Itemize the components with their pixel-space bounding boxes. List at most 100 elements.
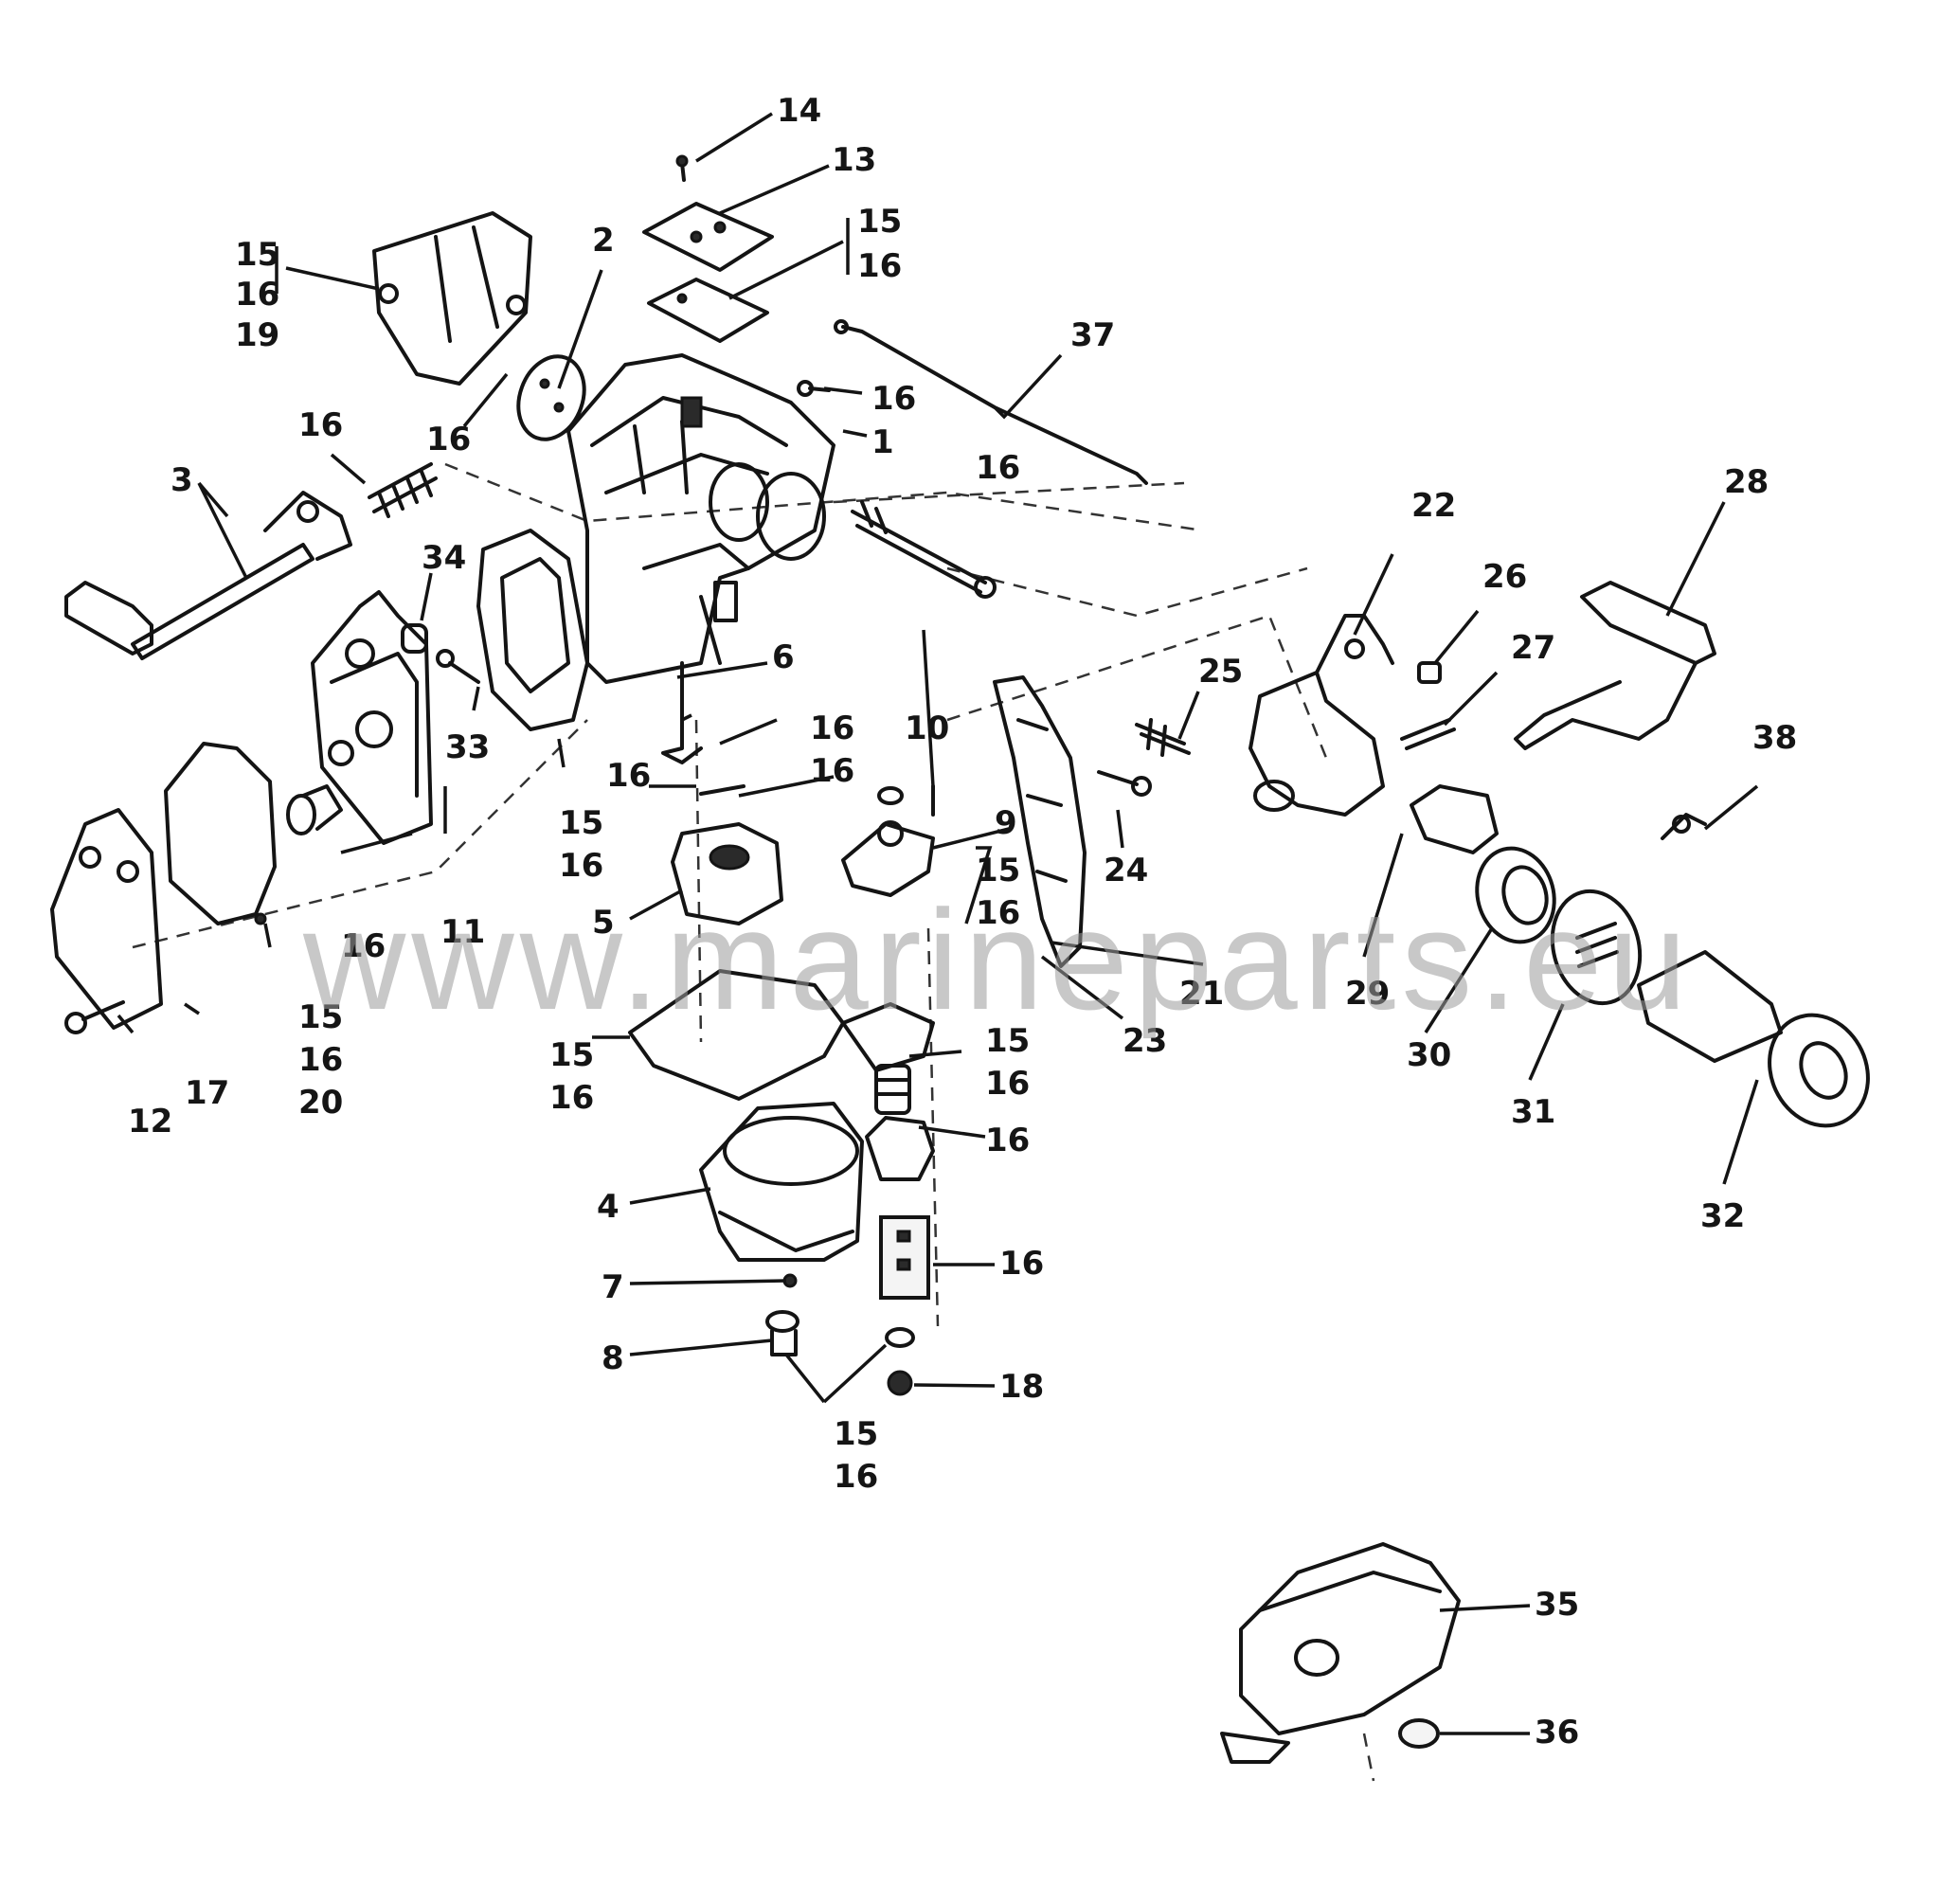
part-knob-assembly	[1637, 950, 1870, 1128]
part-throttle-shaft	[64, 491, 352, 660]
callout-38: 38	[1752, 719, 1797, 757]
callout-36: 36	[1535, 1714, 1579, 1751]
part-gasket-top-left	[372, 211, 532, 386]
callout-16-cover: 16	[298, 1041, 343, 1079]
part-screw-10	[877, 784, 935, 817]
callout-1: 1	[871, 423, 894, 461]
part-fuel-pump	[311, 590, 433, 845]
callout-16-right: 16	[976, 449, 1020, 487]
part-pump-cover-gasket	[164, 742, 277, 925]
callout-6: 6	[772, 638, 795, 676]
part-plate-gasket	[647, 278, 769, 343]
callout-15-top: 15	[857, 203, 902, 241]
callout-11: 11	[440, 913, 485, 951]
callout-30: 30	[1407, 1036, 1451, 1074]
callout-15-pump: 15	[559, 804, 603, 842]
part-screw-12	[64, 1000, 125, 1034]
callout-labels: 14 13 15 16 15 16 19 2 37 16 1 16 16 3 1…	[128, 92, 1797, 1751]
callout-16-link: 16	[810, 710, 854, 747]
callout-16-spring: 16	[298, 406, 343, 444]
callout-7: 7	[602, 1268, 624, 1306]
callout-16-needle: 16	[999, 1245, 1044, 1283]
callout-33: 33	[445, 728, 490, 766]
part-washer	[1475, 846, 1556, 944]
part-float	[671, 822, 783, 925]
callout-31: 31	[1511, 1093, 1555, 1131]
part-pump-gasket	[476, 529, 589, 731]
callout-14: 14	[777, 92, 821, 130]
part-spring-38	[1661, 813, 1707, 840]
callout-13: 13	[832, 141, 876, 179]
callout-20: 20	[298, 1084, 343, 1122]
callout-16-valve: 16	[426, 421, 471, 458]
part-spring-middle	[874, 1064, 911, 1115]
callout-23: 23	[1123, 1022, 1167, 1060]
callout-21: 21	[1179, 975, 1224, 1013]
callout-15-idle: 15	[976, 852, 1020, 889]
part-drain-screw	[765, 1310, 799, 1356]
callout-17: 17	[185, 1074, 229, 1112]
part-valve-34	[401, 623, 428, 654]
part-float-bowl	[699, 1102, 864, 1262]
part-choke-lever	[1248, 614, 1394, 817]
callout-15-bowlgasket: 15	[549, 1036, 594, 1074]
callout-16-pump: 16	[559, 847, 603, 885]
callout-15-cover: 15	[298, 998, 343, 1036]
part-needle-box	[879, 1215, 930, 1300]
callout-16-pin-right: 16	[810, 752, 854, 790]
callout-15-gasket: 15	[235, 236, 279, 274]
part-plug	[885, 1327, 915, 1396]
callout-34: 34	[422, 539, 466, 577]
callout-25: 25	[1198, 653, 1243, 691]
part-float-pin	[699, 784, 745, 796]
part-small-gasket	[841, 1002, 935, 1072]
part-carburetor-body	[566, 353, 835, 684]
alignment-lines	[132, 462, 1375, 1782]
callout-10: 10	[905, 710, 949, 747]
callout-16-gasket: 16	[235, 276, 279, 314]
callout-9: 9	[995, 804, 1017, 842]
callout-16-idle: 16	[976, 894, 1020, 932]
callout-5: 5	[592, 904, 615, 942]
callout-18: 18	[999, 1368, 1044, 1406]
callout-4: 4	[597, 1188, 620, 1226]
callout-16-bowlgasket: 16	[549, 1079, 594, 1117]
callout-16-housing: 16	[985, 1122, 1030, 1159]
callout-16-filter: 16	[341, 927, 386, 965]
callout-24: 24	[1104, 852, 1148, 889]
part-bowl-gasket	[628, 969, 845, 1101]
part-choke-knob	[1514, 581, 1716, 750]
callout-15-bottom: 15	[834, 1415, 878, 1453]
part-spring-left	[368, 462, 438, 518]
part-cover-plate	[642, 202, 774, 272]
part-screw-24	[1097, 770, 1152, 797]
callout-32: 32	[1700, 1197, 1745, 1235]
callout-2: 2	[592, 222, 615, 260]
callout-16-screw: 16	[871, 380, 916, 418]
callout-29: 29	[1345, 975, 1390, 1013]
callout-22: 22	[1411, 487, 1456, 525]
part-screw-14	[675, 154, 689, 182]
callout-28: 28	[1724, 463, 1769, 501]
callout-19: 19	[235, 316, 279, 354]
callout-16-small: 16	[985, 1065, 1030, 1103]
part-spring-right	[851, 500, 997, 599]
callout-16-top: 16	[857, 247, 902, 285]
part-cam	[1410, 784, 1499, 854]
callout-3: 3	[171, 461, 193, 499]
part-idle-housing	[841, 820, 935, 897]
part-spring-25	[1135, 718, 1191, 757]
part-screw-26	[1417, 661, 1442, 684]
leader-lines	[117, 112, 1759, 1735]
part-cap	[1398, 1718, 1440, 1749]
part-silencer	[1220, 1542, 1461, 1764]
part-filter	[286, 784, 343, 835]
callout-37: 37	[1070, 316, 1115, 354]
callout-16-pin-left: 16	[606, 757, 651, 795]
callout-12: 12	[128, 1103, 172, 1141]
callout-35: 35	[1535, 1586, 1579, 1624]
callout-27: 27	[1511, 629, 1555, 667]
part-pump-cover	[50, 808, 163, 1030]
part-grille	[1550, 889, 1643, 1006]
watermark: www.marineparts.eu	[302, 880, 1693, 1039]
